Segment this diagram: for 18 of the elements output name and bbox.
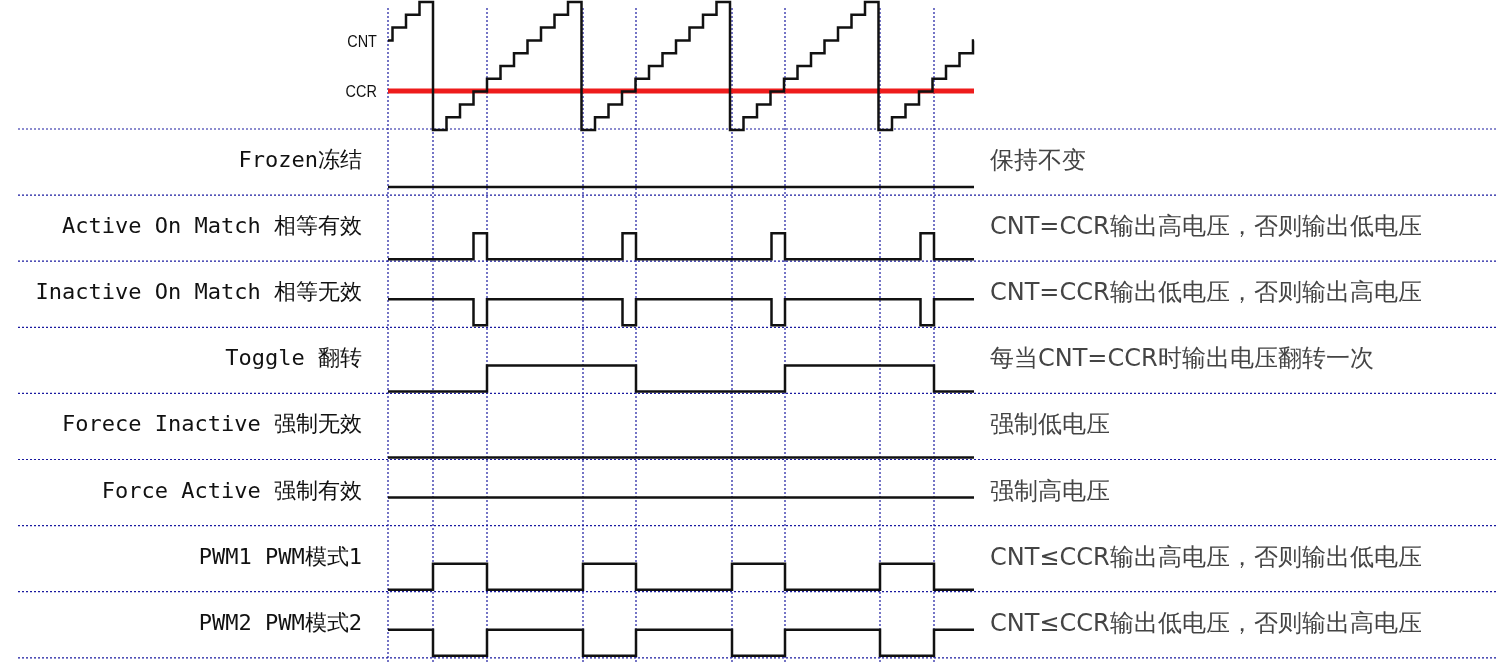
mode-label: Force Active 强制有效 (101, 479, 362, 502)
mode-label: PWM2 PWM模式2 (198, 611, 362, 634)
description-text: CNT≤CCR输出高电压，否则输出低电压 (990, 544, 1422, 569)
description-text: CNT=CCR输出低电压，否则输出高电压 (990, 280, 1422, 305)
description-text: 强制低电压 (990, 412, 1110, 437)
description-text: 每当CNT=CCR时输出电压翻转一次 (990, 346, 1374, 371)
description-text: CNT=CCR输出高电压，否则输出低电压 (990, 214, 1422, 239)
axis-label: CNT (347, 32, 377, 50)
mode-label: Frozen冻结 (238, 149, 362, 172)
mode-label: Active On Match 相等有效 (62, 215, 362, 238)
description-text: 强制高电压 (990, 478, 1110, 503)
description-text: 保持不变 (990, 148, 1086, 173)
axis-label: CCR (345, 82, 377, 100)
mode-label: PWM1 PWM模式1 (198, 545, 362, 568)
mode-label: Toggle 翻转 (225, 347, 362, 370)
description-text: CNT≤CCR输出低电压，否则输出高电压 (990, 610, 1422, 635)
mode-label: Inactive On Match 相等无效 (35, 281, 362, 304)
mode-label: Forece Inactive 强制无效 (62, 413, 362, 436)
